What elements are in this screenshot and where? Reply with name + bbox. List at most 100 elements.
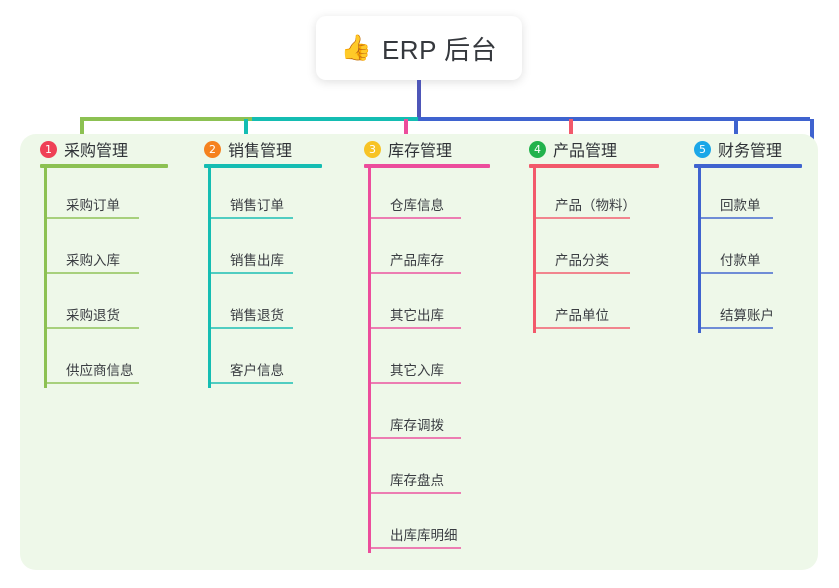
leaf-label: 销售订单 — [230, 198, 284, 213]
root-connector-vertical — [417, 80, 421, 119]
leaf-rule — [368, 437, 461, 439]
leaf-label: 产品单位 — [555, 308, 609, 323]
branch-spine-5 — [698, 168, 701, 333]
branch-spine-3 — [368, 168, 371, 553]
leaf-node[interactable]: 库存盘点 — [360, 443, 508, 498]
branch-drop-5 — [734, 119, 738, 146]
branch-drop-4 — [569, 119, 573, 146]
leaf-label: 采购退货 — [66, 308, 120, 323]
leaf-rule — [208, 327, 293, 329]
leaf-node[interactable]: 产品（物料） — [525, 168, 677, 223]
branch-drop-2 — [244, 119, 248, 146]
leaf-node[interactable]: 采购入库 — [36, 223, 186, 278]
leaf-rule — [368, 272, 461, 274]
branch-badge-4: 4 — [529, 140, 546, 158]
leaf-rule — [533, 272, 630, 274]
branch-drop-3 — [404, 119, 408, 146]
leaf-rule — [44, 217, 139, 219]
leaf-node[interactable]: 其它出库 — [360, 278, 508, 333]
root-node[interactable]: 👍 ERP 后台 — [316, 16, 522, 80]
branch-title-2: 销售管理 — [228, 143, 293, 160]
leaf-label: 客户信息 — [230, 363, 284, 378]
leaf-rule — [208, 382, 293, 384]
branch-badge-1: 1 — [40, 140, 57, 158]
branch-header-5[interactable]: 5 财务管理 — [690, 134, 820, 164]
branch-spine-2 — [208, 168, 211, 388]
leaf-node[interactable]: 供应商信息 — [36, 333, 186, 388]
leaf-rule — [698, 327, 773, 329]
leaf-node[interactable]: 其它入库 — [360, 333, 508, 388]
leaf-rule — [368, 327, 461, 329]
leaf-node[interactable]: 客户信息 — [200, 333, 340, 388]
leaf-rule — [533, 327, 630, 329]
branch-items-2: 销售订单销售出库销售退货客户信息 — [200, 168, 340, 388]
branch-badge-2: 2 — [204, 140, 221, 158]
branch-rule-5 — [694, 164, 802, 168]
leaf-label: 产品库存 — [390, 253, 444, 268]
leaf-label: 采购订单 — [66, 198, 120, 213]
leaf-label: 库存盘点 — [390, 473, 444, 488]
branch-column-2: 2 销售管理销售订单销售出库销售退货客户信息 — [200, 134, 340, 388]
leaf-node[interactable]: 仓库信息 — [360, 168, 508, 223]
leaf-node[interactable]: 产品单位 — [525, 278, 677, 333]
branch-items-1: 采购订单采购入库采购退货供应商信息 — [36, 168, 186, 388]
bus-elbow-2 — [810, 119, 814, 149]
branch-title-3: 库存管理 — [388, 143, 453, 160]
leaf-label: 其它出库 — [390, 308, 444, 323]
leaf-node[interactable]: 销售出库 — [200, 223, 340, 278]
leaf-rule — [698, 217, 773, 219]
leaf-node[interactable]: 销售退货 — [200, 278, 340, 333]
branch-badge-5: 5 — [694, 140, 711, 158]
leaf-rule — [368, 547, 461, 549]
leaf-label: 付款单 — [720, 253, 761, 268]
leaf-label: 出库库明细 — [390, 528, 458, 543]
leaf-node[interactable]: 回款单 — [690, 168, 820, 223]
leaf-rule — [208, 217, 293, 219]
leaf-rule — [368, 492, 461, 494]
branch-badge-3: 3 — [364, 140, 381, 158]
leaf-node[interactable]: 销售订单 — [200, 168, 340, 223]
leaf-node[interactable]: 产品库存 — [360, 223, 508, 278]
leaf-label: 销售退货 — [230, 308, 284, 323]
branch-rule-4 — [529, 164, 659, 168]
branch-spine-4 — [533, 168, 536, 333]
leaf-label: 产品（物料） — [555, 198, 636, 213]
branch-items-5: 回款单付款单结算账户 — [690, 168, 820, 333]
branch-rule-3 — [364, 164, 490, 168]
leaf-node[interactable]: 库存调拨 — [360, 388, 508, 443]
leaf-node[interactable]: 采购订单 — [36, 168, 186, 223]
leaf-node[interactable]: 产品分类 — [525, 223, 677, 278]
leaf-label: 产品分类 — [555, 253, 609, 268]
leaf-label: 仓库信息 — [390, 198, 444, 213]
leaf-rule — [368, 382, 461, 384]
leaf-label: 采购入库 — [66, 253, 120, 268]
branch-title-5: 财务管理 — [718, 143, 783, 160]
leaf-node[interactable]: 结算账户 — [690, 278, 820, 333]
branch-items-3: 仓库信息产品库存其它出库其它入库库存调拨库存盘点出库库明细 — [360, 168, 508, 553]
branch-rule-2 — [204, 164, 322, 168]
leaf-node[interactable]: 付款单 — [690, 223, 820, 278]
branch-header-2[interactable]: 2 销售管理 — [200, 134, 340, 164]
branch-header-3[interactable]: 3 库存管理 — [360, 134, 508, 164]
branch-column-3: 3 库存管理仓库信息产品库存其它出库其它入库库存调拨库存盘点出库库明细 — [360, 134, 508, 553]
thumbs-up-icon: 👍 — [340, 33, 372, 62]
leaf-label: 其它入库 — [390, 363, 444, 378]
leaf-rule — [44, 382, 139, 384]
bus-segment-3 — [418, 117, 810, 121]
bus-segment-2 — [252, 117, 418, 121]
branch-column-5: 5 财务管理回款单付款单结算账户 — [690, 134, 820, 333]
leaf-rule — [44, 327, 139, 329]
bus-segment-1 — [80, 117, 252, 121]
leaf-node[interactable]: 出库库明细 — [360, 498, 508, 553]
leaf-label: 库存调拨 — [390, 418, 444, 433]
leaf-label: 回款单 — [720, 198, 761, 213]
leaf-node[interactable]: 采购退货 — [36, 278, 186, 333]
leaf-rule — [208, 272, 293, 274]
leaf-rule — [698, 272, 773, 274]
